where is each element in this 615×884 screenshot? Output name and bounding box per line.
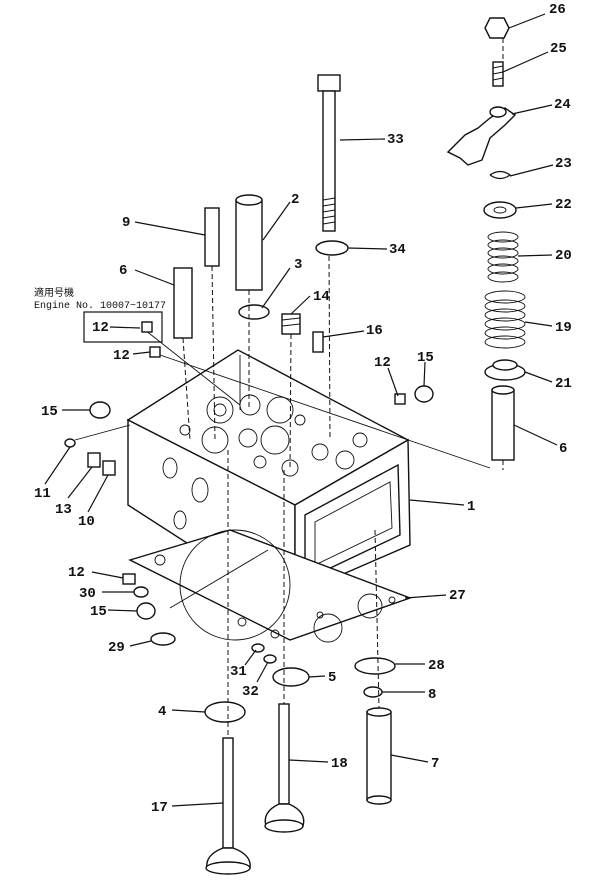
label-23: 23 — [555, 156, 572, 172]
cotter-23 — [489, 170, 512, 180]
label-5: 5 — [328, 670, 336, 686]
label-25: 25 — [550, 41, 567, 57]
o-ring-30 — [133, 586, 149, 598]
label-2: 2 — [291, 192, 299, 208]
label-32: 32 — [242, 684, 259, 700]
label-15c: 15 — [90, 604, 107, 620]
valve-17 — [205, 737, 251, 875]
ring-29 — [150, 632, 176, 646]
o-ring-11 — [64, 438, 76, 448]
label-22: 22 — [555, 197, 572, 213]
cylinder-head-block — [126, 349, 411, 597]
label-11: 11 — [34, 486, 51, 502]
note-callout: 12 — [92, 320, 109, 336]
retainer-22 — [483, 201, 517, 219]
label-15a: 15 — [417, 350, 434, 366]
label-14: 14 — [313, 289, 330, 305]
o-ring-8 — [363, 686, 383, 698]
rocker-assembly — [446, 17, 517, 219]
label-21: 21 — [555, 376, 572, 392]
label-3: 3 — [294, 257, 302, 273]
plug-10 — [102, 460, 116, 476]
o-ring-3 — [238, 304, 270, 320]
label-16: 16 — [366, 323, 383, 339]
label-33: 33 — [387, 132, 404, 148]
label-29: 29 — [108, 640, 125, 656]
plug-13 — [87, 452, 101, 468]
label-31: 31 — [230, 664, 247, 680]
sleeve-7 — [366, 707, 392, 805]
nut-26 — [484, 17, 510, 39]
inner-spring-20 — [487, 231, 519, 283]
label-34: 34 — [389, 242, 406, 258]
label-15b: 15 — [41, 404, 58, 420]
note-line2: Engine No. 10007~10177 — [34, 300, 166, 312]
ring-28 — [354, 657, 396, 675]
label-12c: 12 — [68, 565, 85, 581]
o-ring-32 — [263, 654, 277, 664]
washer-34 — [315, 240, 349, 256]
label-6-right: 6 — [559, 441, 567, 457]
label-20: 20 — [555, 248, 572, 264]
label-4: 4 — [158, 704, 166, 720]
plug-12b — [394, 393, 406, 405]
label-26: 26 — [549, 2, 566, 18]
cap-15c — [136, 602, 156, 620]
label-9: 9 — [122, 215, 130, 231]
spring-seat-21 — [484, 359, 526, 381]
note-line1: 適用号機 — [34, 286, 74, 300]
plug-14 — [281, 313, 301, 335]
rocker-arm-24 — [446, 107, 517, 166]
label-1: 1 — [467, 499, 475, 515]
valve-guide-9 — [204, 207, 220, 267]
label-8: 8 — [428, 687, 436, 703]
plug-12-note — [141, 321, 153, 333]
label-12b: 12 — [374, 355, 391, 371]
valve-guide-6-right — [491, 385, 515, 461]
part-labels: 26 25 24 23 22 20 19 21 6 33 2 9 34 6 3 … — [34, 2, 572, 816]
label-24: 24 — [554, 97, 571, 113]
label-7: 7 — [431, 756, 439, 772]
label-27: 27 — [449, 588, 466, 604]
note-box — [83, 311, 163, 343]
o-ring-31 — [251, 643, 265, 653]
label-13: 13 — [55, 502, 72, 518]
label-18: 18 — [331, 756, 348, 772]
label-19: 19 — [555, 320, 572, 336]
label-30: 30 — [79, 586, 96, 602]
valve-18 — [264, 703, 305, 833]
bolt-33 — [317, 74, 341, 232]
injector-sleeve-2 — [235, 194, 263, 291]
engine-note: 適用号機 Engine No. 10007~10177 12 — [34, 286, 166, 343]
cap-15a — [414, 385, 434, 403]
label-28: 28 — [428, 658, 445, 674]
dowel-16 — [312, 331, 324, 353]
valve-guide-6-left — [173, 267, 193, 339]
label-10: 10 — [78, 514, 95, 530]
plug-12c — [122, 573, 136, 585]
outer-spring-19 — [484, 290, 526, 349]
plug-12a — [149, 346, 161, 358]
assembly-dash-lines — [74, 38, 504, 738]
ring-5 — [272, 667, 310, 687]
cap-15b — [89, 401, 111, 419]
seat-4 — [204, 701, 246, 723]
label-6-left: 6 — [119, 263, 127, 279]
leader-lines — [44, 13, 558, 807]
label-12a: 12 — [113, 348, 130, 364]
label-17: 17 — [151, 800, 168, 816]
